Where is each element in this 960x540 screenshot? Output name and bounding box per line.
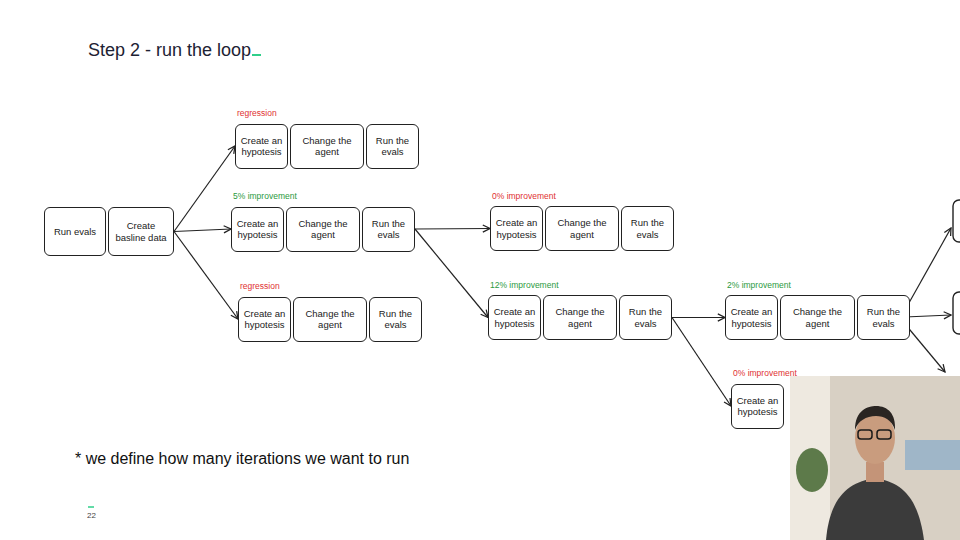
box-text: Run the evals [374,308,417,331]
webcam-person-neck [866,462,884,482]
process-box: Run the evals [366,124,419,169]
process-box: Run the evals [362,207,415,252]
box-text: Create an hypotesis [236,218,279,241]
box-text: Change the agent [548,306,612,329]
process-box: Create an hypotesis [490,206,543,251]
process-box: Create an hypotesis [235,124,288,169]
process-box: Change the agent [286,207,360,252]
process-box: Run evals [44,207,106,256]
webcam-person-glasses [858,430,872,439]
box-text: Create an hypotesis [495,217,538,240]
flow-arrow [672,317,725,318]
process-box: Create an hypotesis [731,384,784,429]
box-text: Run the evals [862,306,905,329]
flow-arrow [415,228,490,230]
box-text: Change the agent [291,218,355,241]
webcam-background [790,376,960,540]
box-text: Change the agent [785,306,850,329]
process-box: Create basline data [108,207,174,256]
process-box: Run the evals [621,206,674,251]
box-text: Run the evals [367,218,410,241]
box-text: Run the evals [624,306,667,329]
process-box: Run the evals [857,295,910,340]
box-text: Create an hypotesis [240,135,283,158]
box-text: Change the agent [295,135,359,158]
cut-off-box [953,292,960,334]
result-label: 12% improvement [490,280,559,290]
footnote: * we define how many iterations we want … [75,450,409,468]
flow-arrow [174,229,231,232]
box-text: Run evals [54,226,96,237]
result-label: regression [240,281,280,291]
result-label: 5% improvement [233,191,297,201]
box-text: Create basline data [113,220,169,243]
webcam-plant [796,448,828,492]
slide-title: Step 2 - run the loop [88,40,261,61]
webcam-person-glasses [877,430,891,439]
process-box: Create an hypotesis [238,297,291,342]
process-box: Change the agent [780,295,855,340]
box-text: Create an hypotesis [243,308,286,331]
page-number: 22 [87,511,96,520]
box-text: Change the agent [550,217,614,240]
cut-off-box [953,200,960,242]
process-box: Run the evals [619,295,672,340]
flow-arrow [415,229,488,318]
accent-mark [88,506,94,508]
offscreen-arrow [905,324,945,372]
process-box: Change the agent [293,297,367,342]
box-text: Create an hypotesis [493,306,536,329]
process-box: Change the agent [290,124,364,169]
webcam-person-hair [855,406,895,430]
process-box: Create an hypotesis [488,295,541,340]
webcam-window [905,440,960,470]
offscreen-arrow [905,315,951,317]
flow-arrow [174,146,235,232]
flow-arrow [174,232,238,320]
process-box: Change the agent [543,295,617,340]
process-box: Change the agent [545,206,619,251]
result-label: regression [237,108,277,118]
webcam-wall [790,376,830,540]
offscreen-arrow [905,228,951,310]
box-text: Create an hypotesis [730,306,773,329]
webcam-person-body [826,478,924,540]
box-text: Run the evals [371,135,414,158]
webcam-overlay [790,376,960,540]
process-box: Create an hypotesis [725,295,778,340]
box-text: Create an hypotesis [736,395,779,418]
box-text: Change the agent [298,308,362,331]
result-label: 0% improvement [492,191,556,201]
result-label: 2% improvement [727,280,791,290]
flow-arrow [672,318,731,407]
process-box: Create an hypotesis [231,207,284,252]
process-box: Run the evals [369,297,422,342]
result-label: 0% improvement [733,368,797,378]
box-text: Run the evals [626,217,669,240]
